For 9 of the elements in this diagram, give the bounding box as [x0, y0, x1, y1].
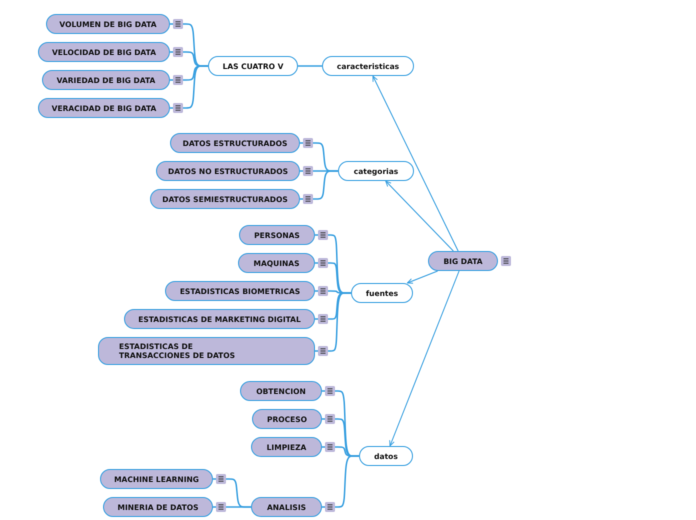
branch-connector: [170, 65, 208, 109]
arrow: [372, 76, 459, 252]
branch-connector: [298, 65, 322, 67]
arrow: [406, 270, 438, 284]
branch-connector: [315, 292, 351, 352]
branch-connector: [322, 455, 359, 508]
branch-connector: [300, 170, 338, 200]
arrow: [389, 270, 460, 446]
arrow: [385, 180, 454, 252]
